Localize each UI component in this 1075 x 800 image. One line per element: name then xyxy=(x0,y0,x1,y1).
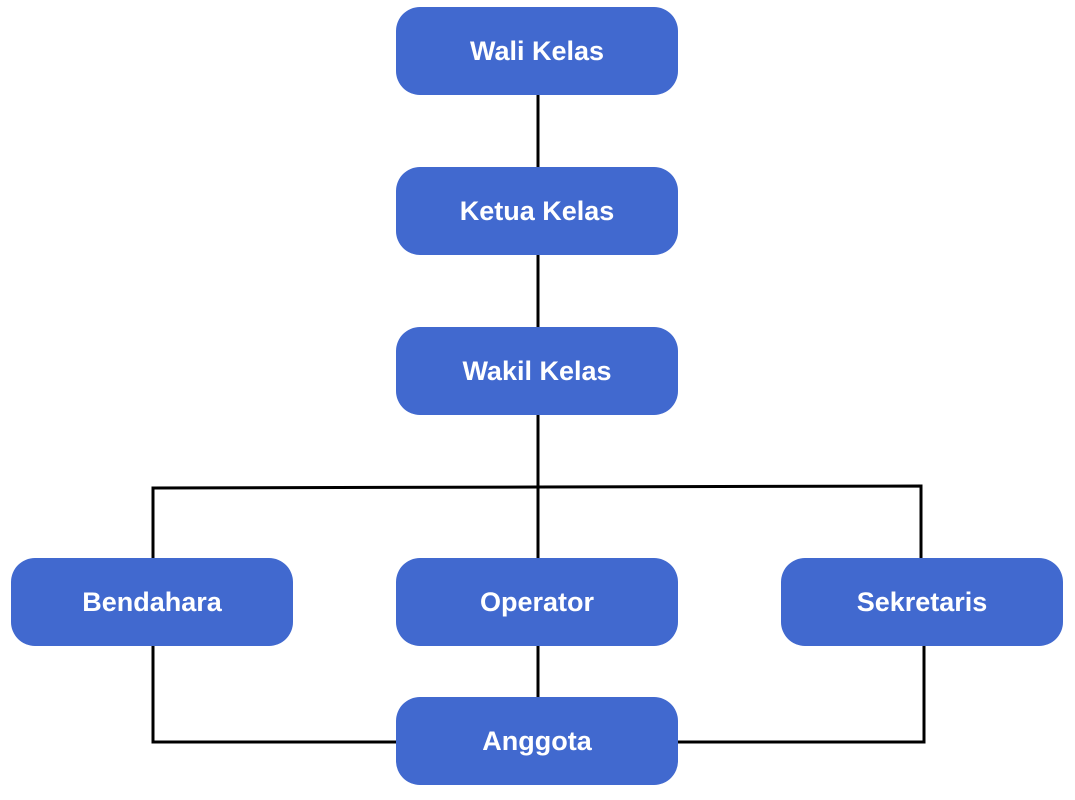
connector-branch-bar xyxy=(151,484,923,558)
node-label-operator: Operator xyxy=(480,587,595,617)
node-label-sekretaris: Sekretaris xyxy=(857,587,988,617)
node-label-bendahara: Bendahara xyxy=(82,587,223,617)
connector-sekretaris-anggota xyxy=(678,646,926,744)
node-wali-kelas: Wali Kelas xyxy=(396,7,678,95)
node-operator: Operator xyxy=(396,558,678,646)
node-label-ketua-kelas: Ketua Kelas xyxy=(460,196,615,226)
connector-bendahara-anggota xyxy=(151,646,396,744)
connectors xyxy=(151,95,926,744)
node-label-wakil-kelas: Wakil Kelas xyxy=(462,356,611,386)
node-anggota: Anggota xyxy=(396,697,678,785)
node-bendahara: Bendahara xyxy=(11,558,293,646)
node-sekretaris: Sekretaris xyxy=(781,558,1063,646)
node-label-wali-kelas: Wali Kelas xyxy=(470,36,604,66)
node-wakil-kelas: Wakil Kelas xyxy=(396,327,678,415)
node-ketua-kelas: Ketua Kelas xyxy=(396,167,678,255)
node-label-anggota: Anggota xyxy=(482,726,592,756)
